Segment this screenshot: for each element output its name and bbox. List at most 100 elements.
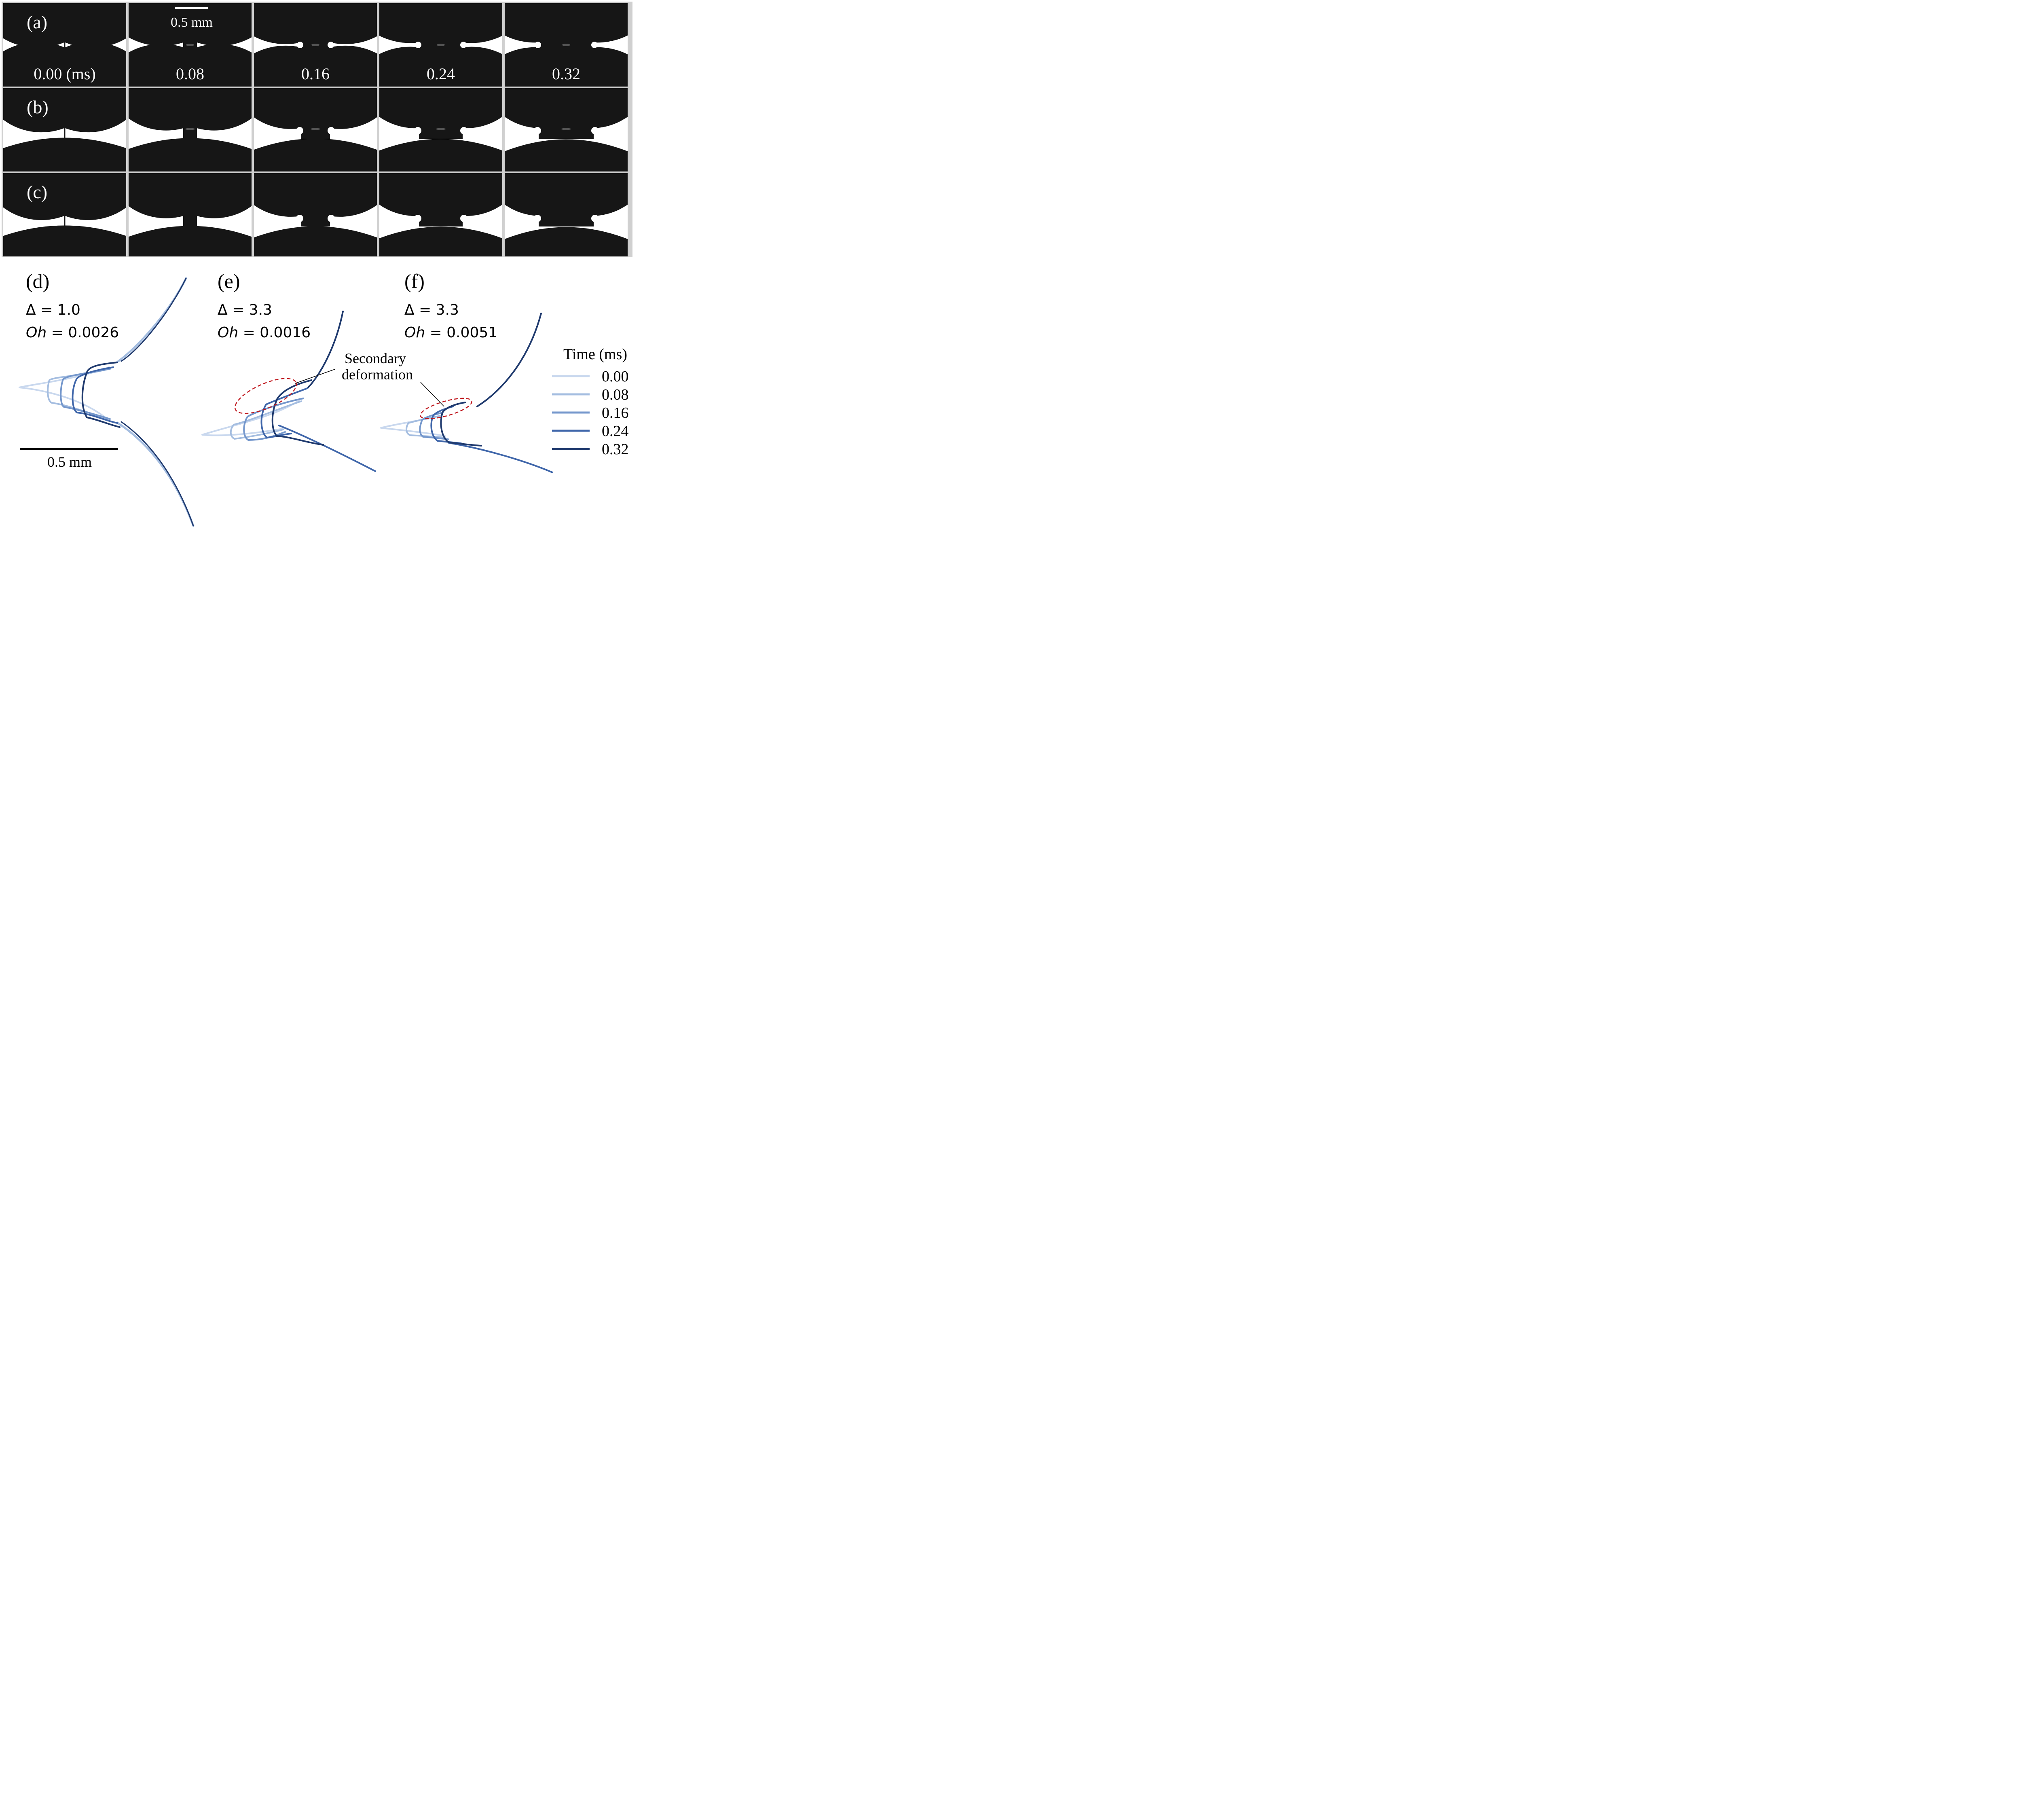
upper-drop [129, 3, 252, 46]
time-label: 0.08 [176, 65, 204, 83]
neck-notch [460, 42, 467, 48]
legend-label: 0.32 [602, 441, 629, 458]
profile-scale-label: 0.5 mm [47, 454, 92, 470]
legend-title: Time (ms) [563, 346, 627, 363]
delta-value: Δ = 1.0 [26, 302, 80, 318]
profile-t000 [201, 400, 300, 436]
neck-notch [591, 42, 598, 48]
neck [419, 214, 463, 226]
upper-drop [379, 3, 502, 43]
neck-notch [297, 42, 303, 48]
neck-notch [414, 127, 421, 134]
neck [301, 214, 330, 226]
lower-drop [505, 47, 628, 87]
lower-drop [129, 44, 252, 87]
neck-highlight [186, 44, 194, 46]
time-label: 0.24 [427, 65, 455, 83]
lower-pool [3, 225, 126, 256]
oh-symbol: Oh [404, 324, 425, 341]
lower-pool [505, 227, 628, 256]
upper-drop [3, 88, 126, 133]
neck-highlight [185, 128, 195, 130]
profile-t000 [380, 416, 446, 437]
lower-pool [379, 139, 502, 171]
photo-scale-label: 0.5 mm [171, 15, 213, 30]
neck-notch [328, 42, 334, 48]
lower-pool [129, 138, 252, 171]
photo-frame [379, 88, 502, 171]
neck-highlight [562, 44, 570, 46]
photo-frame [3, 173, 126, 256]
neck-notch [460, 215, 467, 222]
profile-panels: (d)Δ = 1.0Oh = 0.0026(e)Δ = 3.3Oh = 0.00… [19, 270, 553, 527]
neck-notch [415, 42, 421, 48]
interface-curve [116, 421, 195, 527]
profile-t000 [19, 366, 110, 421]
profile-panel: (f)Δ = 3.3Oh = 0.0051 [404, 270, 497, 341]
photo-grid [2, 2, 632, 257]
neck-notch [534, 127, 541, 134]
time-legend: Time (ms) 0.000.080.16 0.240.32 [552, 346, 629, 458]
profile-panel: (e)Δ = 3.3Oh = 0.0016 [218, 270, 311, 341]
neck [64, 214, 66, 226]
interface-curve [448, 442, 553, 473]
photo-frame [254, 3, 377, 87]
interface-curve [476, 313, 542, 407]
neck-notch [296, 215, 303, 222]
lower-pool [379, 226, 502, 256]
photo-frame [129, 3, 252, 87]
neck-highlight [311, 44, 319, 46]
neck-notch [591, 127, 599, 134]
oh-symbol: Oh [26, 324, 47, 341]
neck-notch [296, 127, 303, 134]
annotation-line2: deformation [342, 366, 413, 383]
profile-t016 [419, 412, 449, 440]
legend-label: 0.00 [602, 368, 629, 385]
lower-pool [254, 226, 377, 256]
lower-pool [254, 138, 377, 171]
photo-frame [505, 88, 628, 171]
upper-drop [379, 88, 502, 129]
oh-value: Oh = 0.0051 [404, 324, 497, 341]
neck-notch [535, 42, 541, 48]
panel-label: (e) [218, 270, 240, 292]
neck [539, 214, 594, 226]
profile-t024 [72, 366, 118, 424]
upper-drop [3, 173, 126, 220]
upper-drop [3, 3, 126, 48]
delta-value: Δ = 3.3 [218, 302, 272, 318]
panel-label: (d) [26, 270, 49, 292]
upper-drop [129, 173, 252, 218]
profile-t032 [271, 379, 324, 446]
neck-highlight [311, 128, 320, 130]
neck-notch [328, 215, 335, 222]
oh-number: = 0.0051 [425, 324, 497, 341]
lower-drop [254, 45, 377, 87]
annotation-leader [295, 369, 335, 384]
legend-label: 0.24 [602, 423, 629, 440]
oh-number: = 0.0026 [47, 324, 119, 341]
photo-frame [505, 173, 628, 256]
photo-frame [254, 173, 377, 256]
photo-frame [505, 3, 628, 87]
legend-label: 0.16 [602, 404, 629, 421]
neck-notch [414, 215, 421, 222]
neck-notch [591, 215, 599, 222]
photo-frame [3, 88, 126, 171]
delta-value: Δ = 3.3 [404, 302, 459, 318]
neck-notch [328, 127, 335, 134]
neck-notch [460, 127, 467, 134]
row-label: (a) [27, 12, 47, 32]
neck-highlight [437, 44, 445, 46]
profile-t032 [81, 362, 121, 428]
annotation-line1: Secondary [345, 350, 406, 366]
legend-label: 0.08 [602, 386, 629, 403]
upper-drop [505, 173, 628, 216]
lower-pool [505, 139, 628, 171]
photo-frame [379, 3, 502, 87]
upper-drop [129, 88, 252, 131]
row-label: (b) [27, 97, 49, 117]
interface-curve [121, 277, 187, 362]
